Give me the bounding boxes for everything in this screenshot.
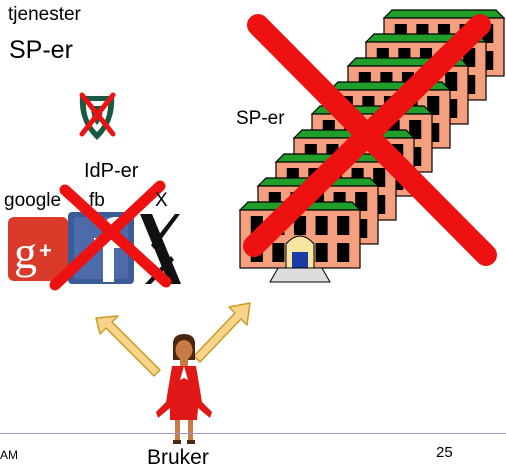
google-label: google — [4, 190, 62, 211]
arrow-to-idp-icon — [95, 315, 161, 377]
arrow-to-sp-icon — [193, 302, 251, 363]
footer-divider — [0, 433, 506, 434]
page-number: 25 — [436, 444, 453, 461]
shield-cross-icon — [79, 92, 116, 137]
x-label: X — [155, 190, 168, 211]
sp-cross-icon — [243, 14, 497, 266]
title-line-2: SP-er — [9, 36, 73, 64]
user-figure-icon — [156, 334, 212, 444]
google-logo-icon: g + — [8, 217, 68, 281]
idp-label: IdP-er — [84, 160, 139, 182]
title-line-1: tjenester — [8, 4, 81, 25]
user-label: Bruker — [147, 446, 209, 469]
fb-label: fb — [89, 190, 105, 211]
footer-left-text: AM — [0, 448, 18, 462]
svg-text:g: g — [14, 227, 37, 278]
idp-cross-icon — [49, 180, 172, 291]
sp-label: SP-er — [236, 108, 285, 129]
svg-text:+: + — [39, 238, 52, 263]
